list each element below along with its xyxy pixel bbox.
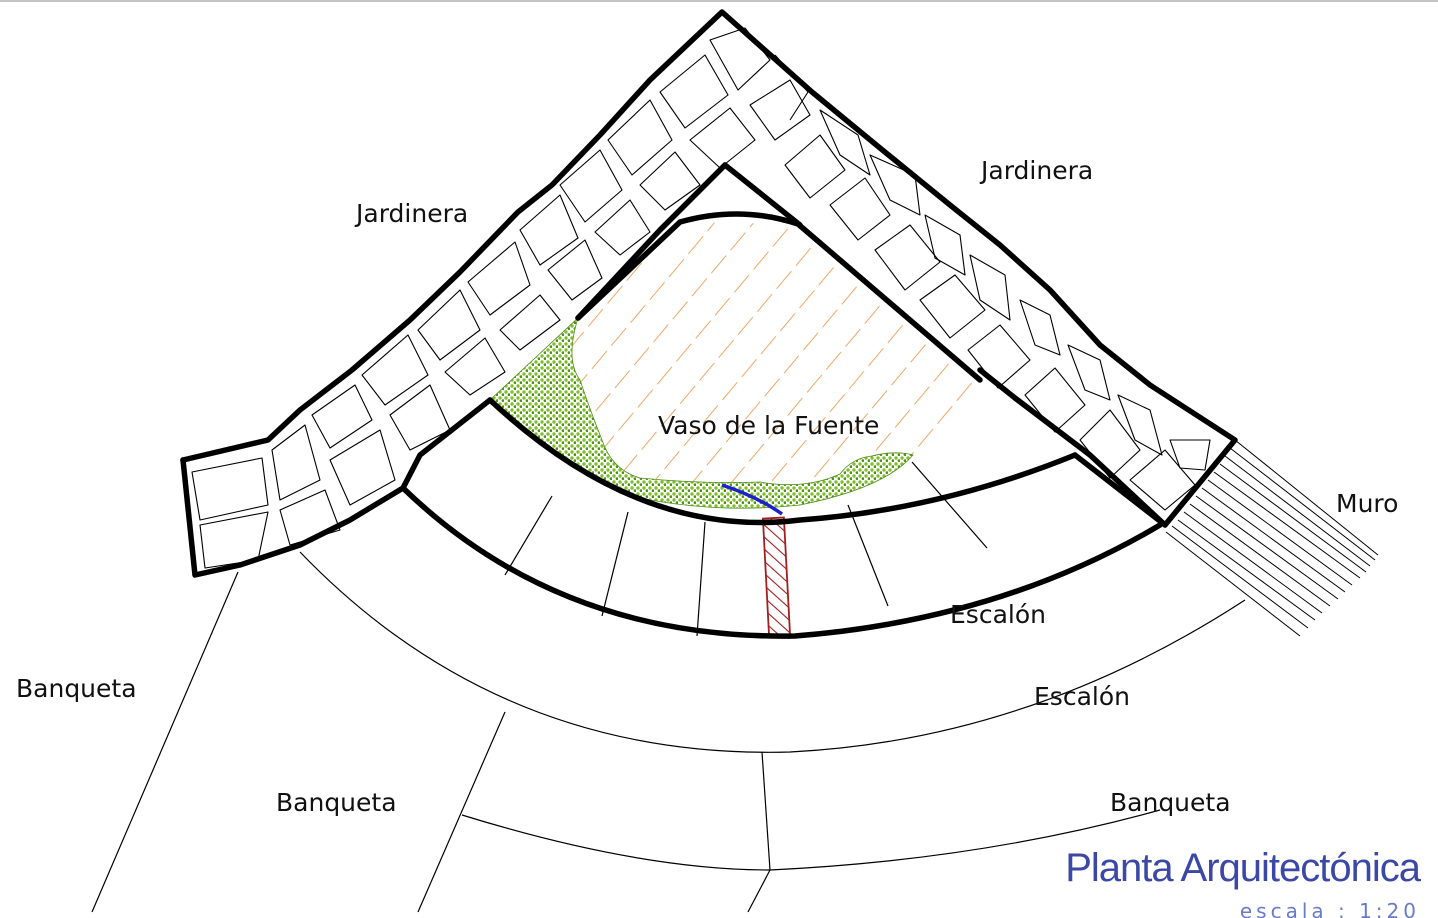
label-banqueta-center: Banqueta (276, 788, 397, 817)
label-banqueta-left: Banqueta (16, 674, 137, 703)
step-2-arc (299, 551, 1246, 753)
drawing-title: Planta Arquitectónica (1065, 846, 1422, 890)
planter-stones (191, 27, 1211, 569)
label-muro: Muro (1336, 489, 1398, 518)
label-escalon-inner: Escalón (950, 600, 1046, 629)
planter-left-end (180, 457, 406, 578)
drawing-scale: escala : 1:20 (1240, 899, 1420, 918)
wall-lines (1165, 439, 1379, 637)
sidewalk-divisions (91, 571, 771, 913)
pipe-line (721, 483, 784, 516)
label-banqueta-right: Banqueta (1110, 788, 1231, 817)
sidewalk-arc (461, 809, 1161, 871)
vegetation-area (489, 316, 914, 509)
basin-inner-arc (487, 397, 1078, 526)
step-divisions (504, 461, 988, 637)
planter-inner-outline (400, 162, 803, 491)
basin-water-hatch (490, 222, 980, 508)
label-escalon-outer: Escalón (1034, 682, 1130, 711)
drain-channel (761, 516, 792, 638)
label-vaso: Vaso de la Fuente (658, 411, 879, 440)
label-jardinera-right: Jardinera (979, 156, 1093, 185)
step-outer-arc (400, 485, 1163, 639)
label-jardinera-left: Jardinera (354, 199, 468, 228)
planter-outer-outline (180, 9, 1238, 528)
planter-right-end (1072, 452, 1168, 528)
